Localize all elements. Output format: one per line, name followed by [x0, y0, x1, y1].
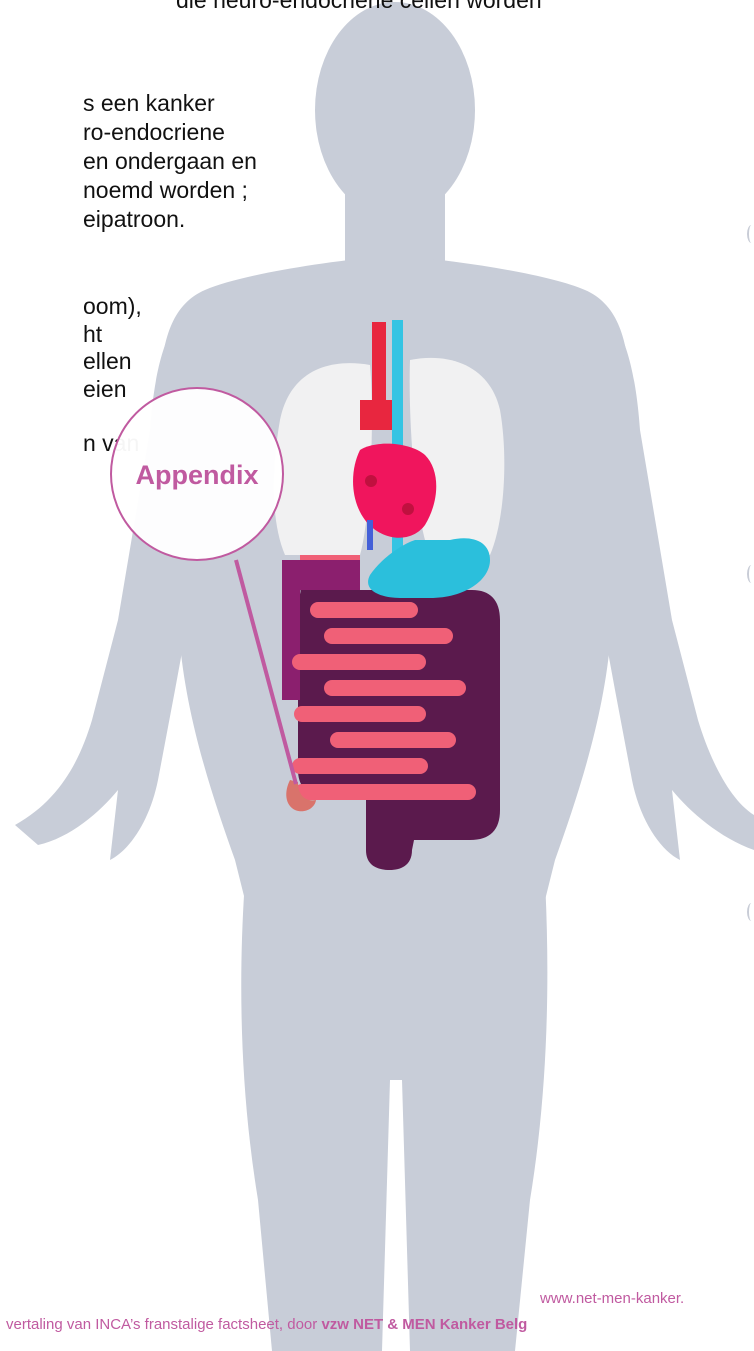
- footer-website-link[interactable]: www.net-men-kanker.: [540, 1290, 684, 1307]
- footer-credit: vertaling van INCA’s franstalige factshe…: [6, 1316, 527, 1333]
- detail-line-2: ht: [83, 320, 102, 348]
- intro-line-2: s een kanker: [83, 89, 215, 117]
- edge-mark: [747, 565, 754, 583]
- edge-mark: [747, 225, 754, 243]
- intro-line-6: eipatroon.: [83, 205, 185, 233]
- intro-line-4: en ondergaan en: [83, 147, 257, 175]
- intro-line-3: ro-endocriene: [83, 118, 225, 146]
- edge-mark: [747, 903, 754, 921]
- detail-line-4: eien: [83, 375, 126, 403]
- intro-line-1: die neuro-endocriene cellen worden: [176, 0, 542, 14]
- footer-organisation: vzw NET & MEN Kanker Belg: [321, 1316, 527, 1333]
- detail-line-3: ellen: [83, 347, 132, 375]
- appendix-label: Appendix: [112, 460, 282, 491]
- organs: [274, 320, 504, 870]
- detail-line-1: oom),: [83, 292, 142, 320]
- intro-line-5: noemd worden ;: [83, 176, 248, 204]
- appendix-callout: Appendix: [110, 387, 284, 561]
- footer-credit-text: vertaling van INCA’s franstalige factshe…: [6, 1316, 321, 1333]
